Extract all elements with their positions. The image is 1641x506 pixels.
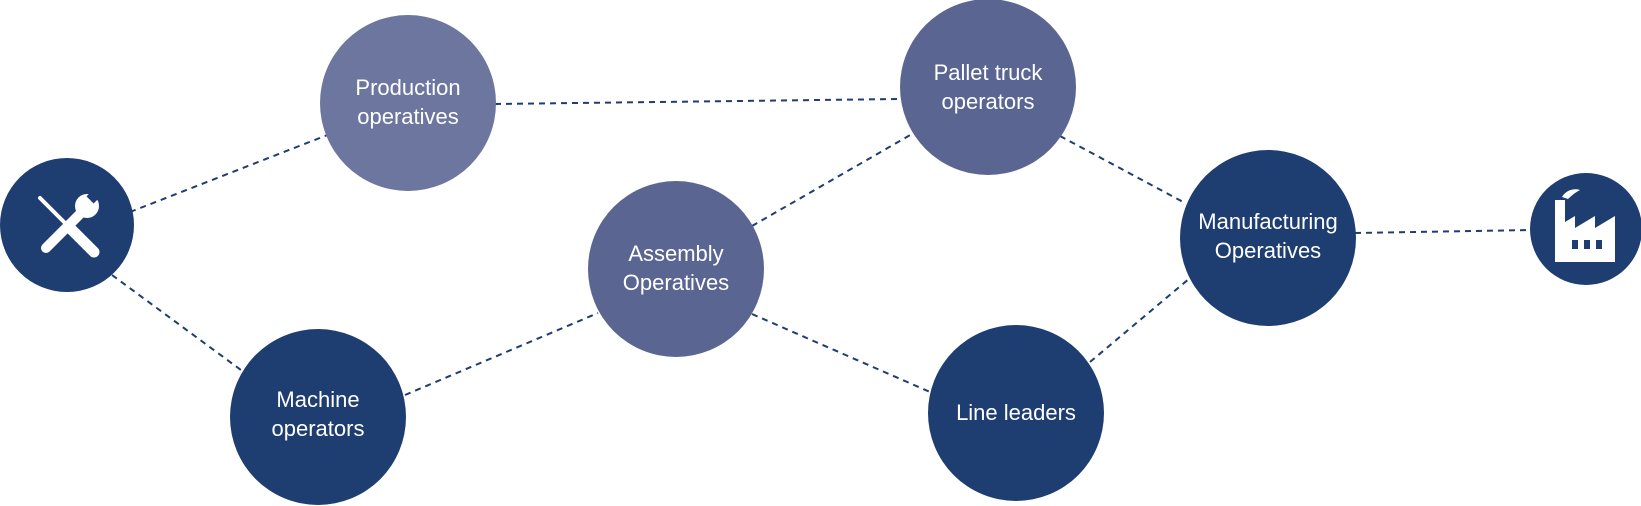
factory-icon [1555, 189, 1615, 262]
manufacturing-operatives-label-line1: Manufacturing [1198, 209, 1337, 234]
pallet-truck-operators-label-line1: Pallet truck [934, 60, 1044, 85]
production-operatives-label-line2: operatives [357, 104, 459, 129]
production-operatives-circle [320, 15, 496, 191]
line-leaders-node: Line leaders [928, 325, 1104, 501]
machine-operators-node: Machine operators [230, 329, 406, 505]
assembly-operatives-label-line2: Operatives [623, 270, 729, 295]
connector-pallet-manufacturing [1059, 135, 1186, 204]
assembly-operatives-circle [588, 181, 764, 357]
wrench-screwdriver-icon [38, 186, 104, 258]
manufacturing-operatives-circle [1180, 150, 1356, 326]
pallet-truck-operators-node: Pallet truck operators [900, 0, 1076, 175]
connector-assembly-lineleaders [751, 313, 931, 393]
line-leaders-circle [928, 325, 1104, 501]
factory-windows [1572, 240, 1602, 249]
production-operatives-label-line1: Production [355, 75, 460, 100]
machine-operators-circle [230, 329, 406, 505]
pallet-truck-operators-label-line2: operators [942, 89, 1035, 114]
pallet-truck-operators-circle [900, 0, 1076, 175]
connector-production-pallet [494, 98, 901, 105]
connector-assembly-pallet [751, 133, 913, 227]
connector-lineleaders-manufacturing [1089, 277, 1191, 363]
assembly-operatives-label-line1: Assembly [628, 241, 723, 266]
machine-operators-label-line2: operators [272, 416, 365, 441]
production-operatives-node: Production operatives [320, 15, 496, 191]
assembly-operatives-node: Assembly Operatives [588, 181, 764, 357]
connectors [111, 98, 1532, 396]
connector-manufacturing-factory [1354, 229, 1532, 234]
tools-node [0, 158, 134, 292]
connector-tools-production [129, 133, 331, 213]
connector-machine-assembly [404, 312, 599, 396]
machine-operators-label-line1: Machine [276, 387, 359, 412]
manufacturing-operatives-node: Manufacturing Operatives [1180, 150, 1356, 326]
manufacturing-operatives-label-line2: Operatives [1215, 238, 1321, 263]
factory-node [1530, 173, 1641, 285]
connector-tools-machine [111, 274, 246, 374]
line-leaders-label: Line leaders [956, 400, 1076, 425]
